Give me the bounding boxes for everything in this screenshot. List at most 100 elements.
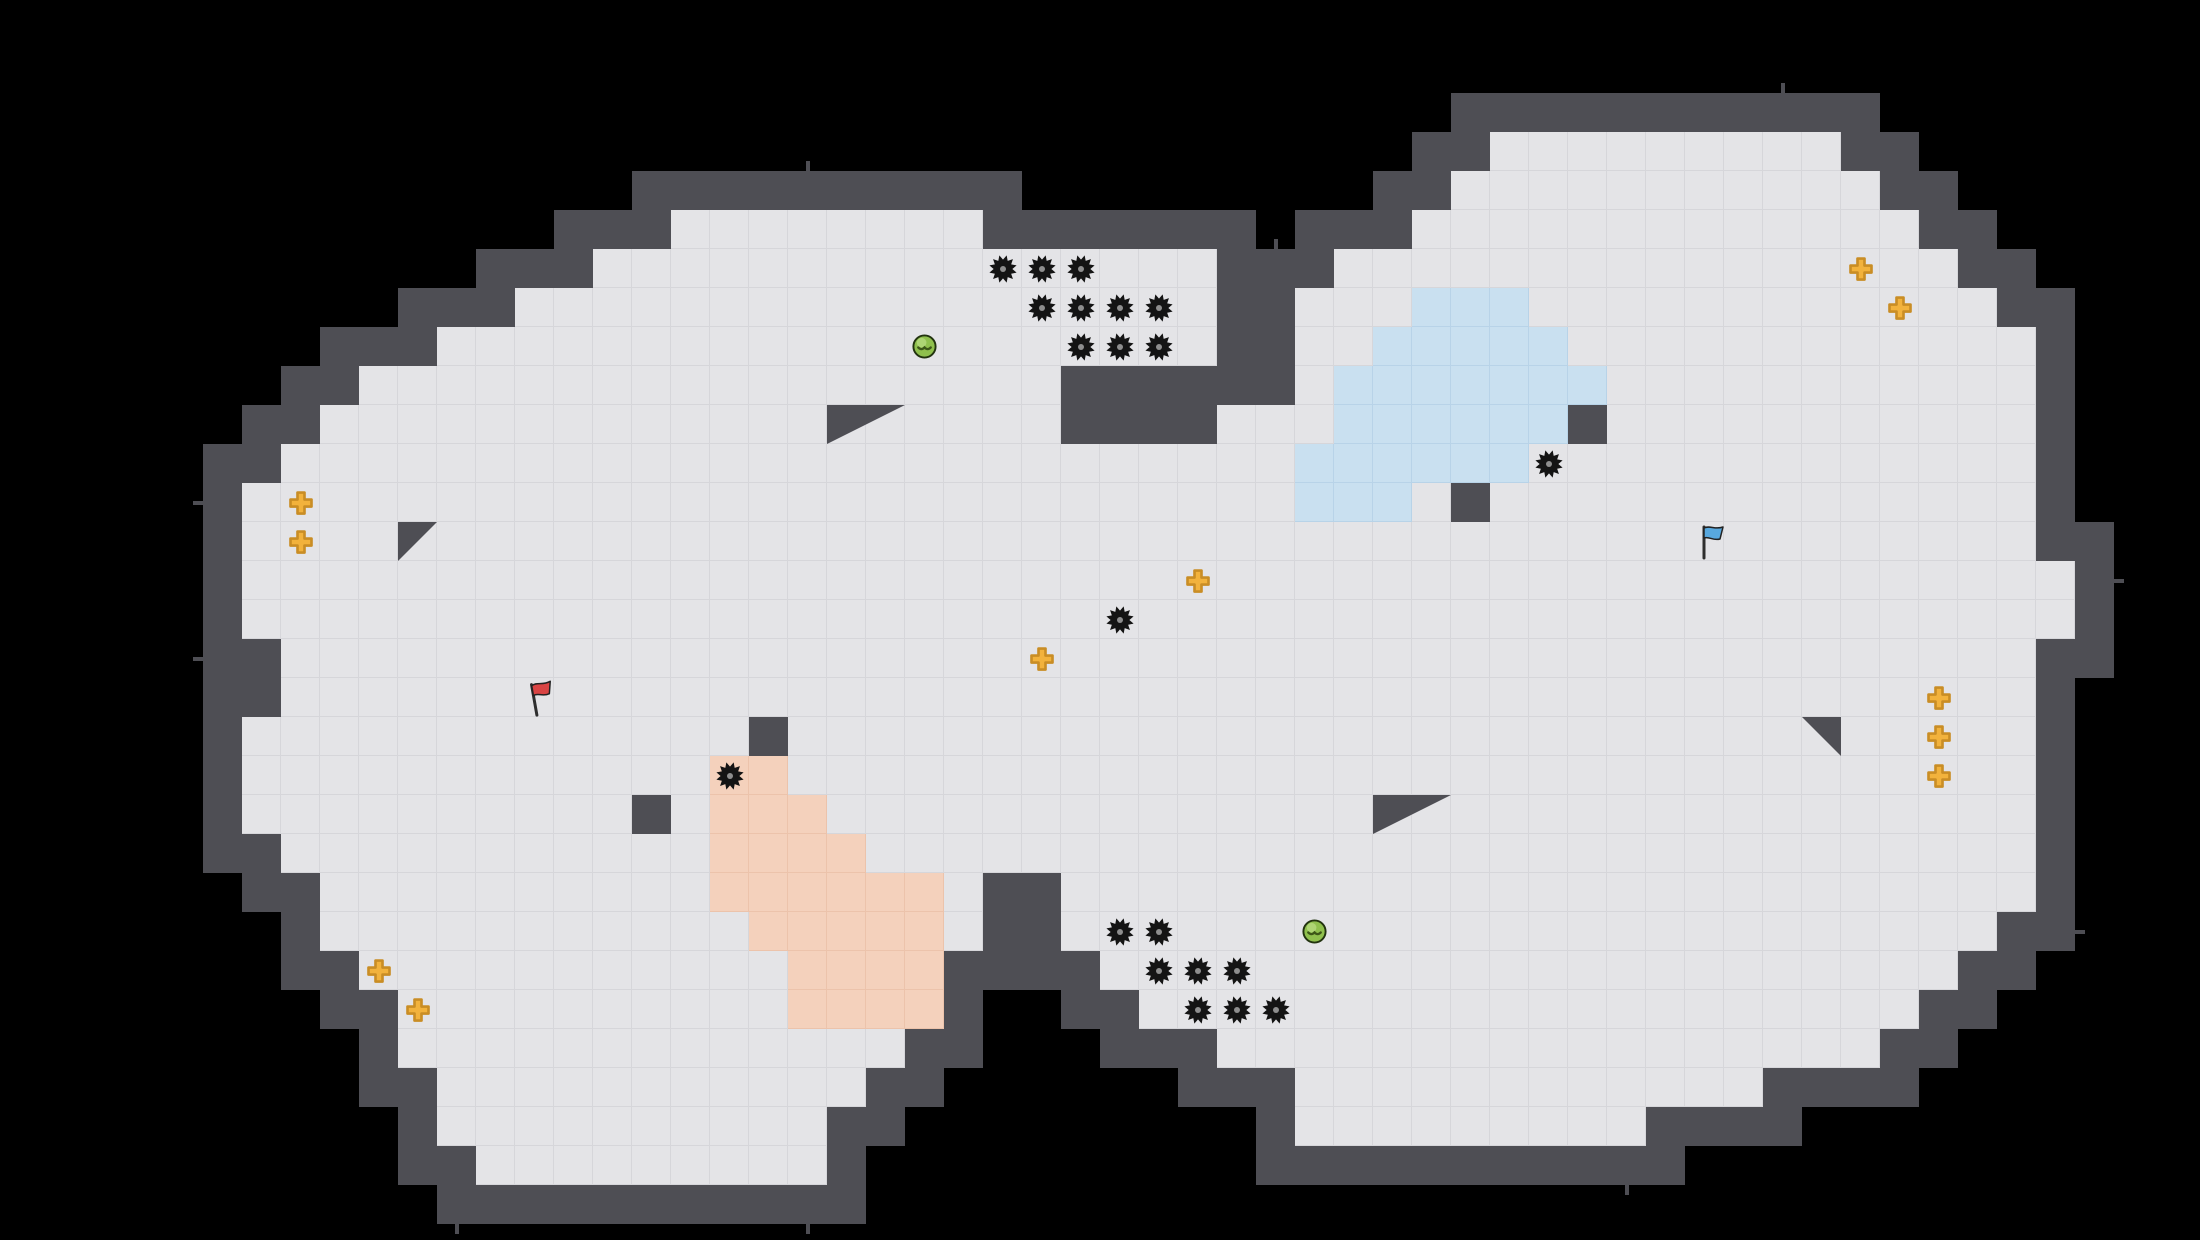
floor-tile xyxy=(1373,873,1412,912)
game-map[interactable] xyxy=(8,15,2192,1234)
floor-tile xyxy=(905,678,944,717)
lava-tile xyxy=(905,951,944,990)
floor-tile xyxy=(671,717,710,756)
saw-blade xyxy=(1183,956,1212,985)
floor-tile xyxy=(1490,834,1529,873)
wall-tile xyxy=(203,639,242,678)
floor-tile xyxy=(1178,795,1217,834)
floor-tile xyxy=(1685,1068,1724,1107)
floor-tile xyxy=(1685,405,1724,444)
floor-tile xyxy=(866,366,905,405)
floor-tile xyxy=(1178,756,1217,795)
wall-tile xyxy=(1334,1146,1373,1185)
floor-tile xyxy=(320,756,359,795)
floor-tile xyxy=(437,1068,476,1107)
saw-hub xyxy=(1077,304,1084,311)
floor-tile xyxy=(1412,600,1451,639)
floor-tile xyxy=(1685,600,1724,639)
saw-hub xyxy=(1155,304,1162,311)
wall-tile xyxy=(2075,639,2114,678)
floor-tile xyxy=(1178,717,1217,756)
floor-tile xyxy=(1841,756,1880,795)
floor-tile xyxy=(1139,990,1178,1029)
floor-tile xyxy=(593,600,632,639)
water-tile xyxy=(1529,366,1568,405)
floor-tile xyxy=(1724,210,1763,249)
floor-tile xyxy=(437,1107,476,1146)
ball-face xyxy=(1307,930,1322,936)
floor-tile xyxy=(632,327,671,366)
floor-tile xyxy=(476,951,515,990)
floor-tile xyxy=(1139,639,1178,678)
floor-tile xyxy=(1334,600,1373,639)
floor-tile xyxy=(983,288,1022,327)
floor-tile xyxy=(1802,834,1841,873)
floor-tile xyxy=(1334,327,1373,366)
floor-tile xyxy=(866,717,905,756)
wall-tile xyxy=(203,678,242,717)
wall-tile xyxy=(1529,93,1568,132)
floor-tile xyxy=(242,561,281,600)
floor-tile xyxy=(1529,834,1568,873)
floor-tile xyxy=(944,405,983,444)
floor-tile xyxy=(437,639,476,678)
floor-tile xyxy=(944,834,983,873)
floor-tile xyxy=(1841,1029,1880,1068)
floor-tile xyxy=(359,795,398,834)
floor-tile xyxy=(1763,717,1802,756)
floor-tile xyxy=(866,600,905,639)
floor-tile xyxy=(1919,405,1958,444)
floor-tile xyxy=(1763,912,1802,951)
floor-tile xyxy=(1841,522,1880,561)
floor-tile xyxy=(1685,912,1724,951)
floor-tile xyxy=(1724,1029,1763,1068)
floor-tile xyxy=(788,210,827,249)
floor-tile xyxy=(1061,522,1100,561)
floor-tile xyxy=(242,795,281,834)
floor-tile xyxy=(515,288,554,327)
floor-tile xyxy=(1607,132,1646,171)
floor-tile xyxy=(437,756,476,795)
wall-tile xyxy=(2036,678,2075,717)
floor-tile xyxy=(1802,990,1841,1029)
floor-tile xyxy=(1958,561,1997,600)
wall-tick xyxy=(454,1220,459,1234)
lava-tile xyxy=(710,795,749,834)
floor-tile xyxy=(1217,873,1256,912)
floor-tile xyxy=(1100,639,1139,678)
saw-hub xyxy=(1077,265,1084,272)
floor-tile xyxy=(788,249,827,288)
floor-tile xyxy=(1646,210,1685,249)
floor-tile xyxy=(1334,912,1373,951)
floor-tile xyxy=(944,600,983,639)
floor-tile xyxy=(1373,288,1412,327)
floor-tile xyxy=(905,717,944,756)
floor-tile xyxy=(866,444,905,483)
floor-tile xyxy=(593,1068,632,1107)
wall-tile xyxy=(710,1185,749,1224)
floor-tile xyxy=(1412,834,1451,873)
floor-tile xyxy=(1568,210,1607,249)
wall-tile xyxy=(203,483,242,522)
floor-tile xyxy=(1217,795,1256,834)
saw-blade xyxy=(1144,956,1173,985)
floor-tile xyxy=(749,366,788,405)
floor-tile xyxy=(983,327,1022,366)
floor-tile xyxy=(1412,912,1451,951)
floor-tile xyxy=(320,639,359,678)
wall-tile xyxy=(1217,327,1256,366)
floor-tile xyxy=(866,1029,905,1068)
floor-tile xyxy=(710,327,749,366)
floor-tile xyxy=(1802,600,1841,639)
floor-tile xyxy=(1763,795,1802,834)
floor-tile xyxy=(1100,561,1139,600)
floor-tile xyxy=(1997,795,2036,834)
wall-tile xyxy=(476,288,515,327)
floor-tile xyxy=(788,1068,827,1107)
floor-tile xyxy=(1022,405,1061,444)
wall-tile xyxy=(1334,210,1373,249)
wall-tile xyxy=(1958,990,1997,1029)
floor-tile xyxy=(827,1029,866,1068)
lava-tile xyxy=(905,990,944,1029)
floor-tile xyxy=(515,561,554,600)
